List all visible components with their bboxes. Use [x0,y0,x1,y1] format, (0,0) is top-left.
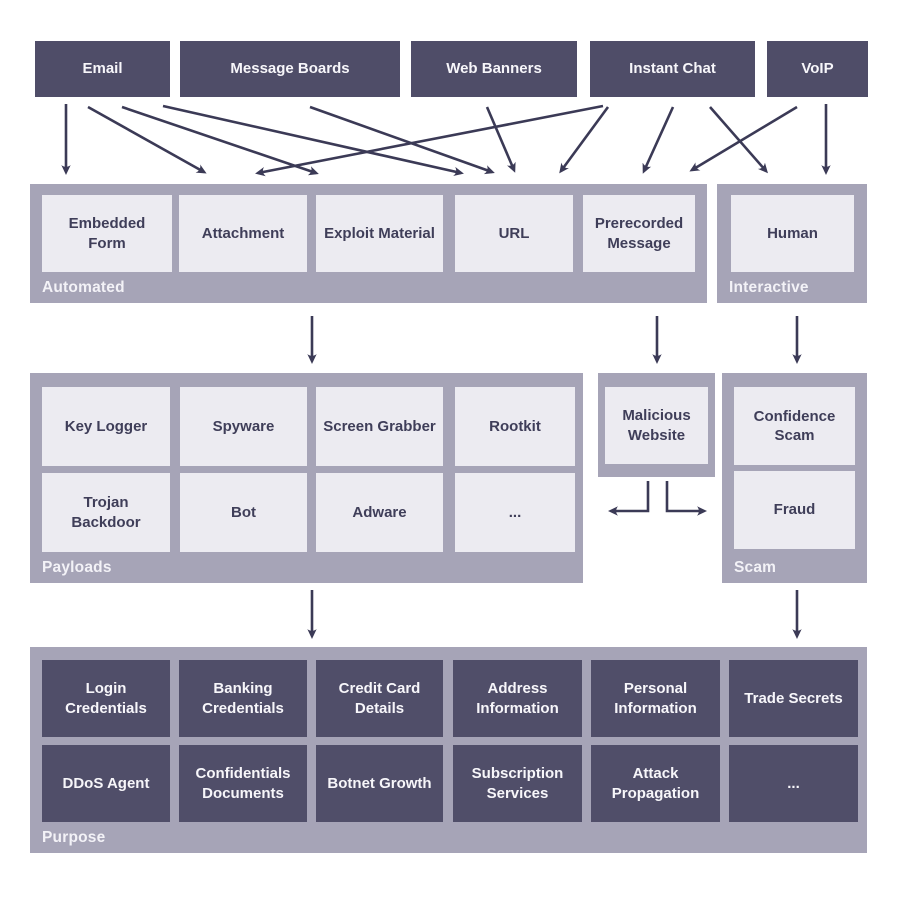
method-box-attachment: Attachment [179,195,307,272]
arrow-instant-chat-to-prerecorded-message [642,106,675,174]
purpose-box-address-information: Address Information [453,660,582,737]
payload-box-bot: Bot [180,473,307,552]
malicious-website-box: Malicious Website [605,387,708,464]
scam-label: Fraud [773,501,816,519]
method-box-url: URL [455,195,573,272]
group-label-automated: Automated [42,279,125,296]
arrow-voip-to-prerecorded-message [689,105,798,172]
arrow-message-boards-to-url [309,105,495,175]
group-interactive: Human Interactive [717,184,867,303]
arrow-instant-chat-to-human [709,106,768,174]
method-box-embedded-form: Embedded Form [42,195,172,272]
source-box-web-banners: Web Banners [411,41,577,97]
method-label: Human [767,224,818,242]
method-label: Exploit Material [324,224,435,242]
purpose-label: Personal Information [614,680,697,717]
arrow-instant-chat-to-attachment [255,104,604,177]
payload-box-rootkit: Rootkit [455,387,575,466]
group-label-purpose: Purpose [42,829,106,846]
purpose-box-ddos-agent: DDoS Agent [42,745,170,822]
method-label: URL [498,224,530,242]
group-payloads: Key Logger Spyware Screen Grabber Rootki… [30,373,583,583]
scam-box-confidence-scam: Confidence Scam [734,387,855,465]
purpose-box-trade-secrets: Trade Secrets [729,660,858,737]
scam-label: Confidence Scam [753,407,836,445]
purpose-box-confidentials-documents: Confidentials Documents [179,745,307,822]
arrow-web-banners-to-url [485,106,516,173]
group-scam: Confidence Scam Fraud Scam [722,373,867,583]
group-label-payloads: Payloads [42,559,112,576]
purpose-box-botnet-growth: Botnet Growth [316,745,443,822]
payload-box-screen-grabber: Screen Grabber [316,387,443,466]
purpose-box-credit-card-details: Credit Card Details [316,660,443,737]
payload-box-adware: Adware [316,473,443,552]
arrow-instant-chat-to-url [559,106,610,174]
source-box-voip: VoIP [767,41,868,97]
payload-box-more: ... [455,473,575,552]
group-label-scam: Scam [734,559,777,576]
method-box-human: Human [731,195,854,272]
method-box-exploit-material: Exploit Material [316,195,443,272]
payload-label: Adware [352,503,407,521]
payload-label: Screen Grabber [323,417,436,435]
group-automated: Embedded Form Attachment Exploit Materia… [30,184,707,303]
group-purpose: Login Credentials Banking Credentials Cr… [30,647,867,853]
purpose-box-banking-credentials: Banking Credentials [179,660,307,737]
source-label: Email [82,59,123,77]
purpose-label: Trade Secrets [744,689,843,707]
purpose-box-subscription-services: Subscription Services [453,745,582,822]
payload-label: Spyware [212,417,275,435]
purpose-label: Credit Card Details [338,680,421,717]
source-label: Instant Chat [629,59,716,77]
source-label: Message Boards [230,59,350,77]
payload-box-key-logger: Key Logger [42,387,170,466]
purpose-box-attack-propagation: Attack Propagation [591,745,720,822]
source-label: Web Banners [446,59,542,77]
malicious-website-label: Malicious Website [622,407,691,444]
purpose-label: Address Information [476,680,559,717]
arrow-email-to-url [162,104,464,177]
payload-label: Trojan Backdoor [71,494,141,531]
purpose-box-more: ... [729,745,858,822]
purpose-label: Botnet Growth [327,774,432,792]
payload-label: ... [508,503,522,521]
source-box-instant-chat: Instant Chat [590,41,755,97]
purpose-label: Attack Propagation [611,765,700,802]
payload-label: Key Logger [64,417,148,435]
method-label: Prerecorded Message [594,215,684,252]
arrow-malicious-website-to-payloads [608,481,650,516]
payload-label: Rootkit [489,417,541,435]
purpose-label: ... [787,774,800,792]
source-box-email: Email [35,41,170,97]
arrow-email-to-exploit-material [121,105,319,176]
method-box-prerecorded-message: Prerecorded Message [583,195,695,272]
scam-box-fraud: Fraud [734,471,855,549]
purpose-label: DDoS Agent [62,774,150,792]
purpose-label: Subscription Services [471,765,564,802]
arrow-email-to-attachment [87,105,207,174]
payload-box-spyware: Spyware [180,387,307,466]
purpose-label: Banking Credentials [202,680,284,717]
method-label: Embedded Form [68,215,146,252]
purpose-label: Login Credentials [65,680,147,717]
payload-label: Bot [231,503,256,521]
purpose-box-personal-information: Personal Information [591,660,720,737]
method-label: Attachment [201,224,285,242]
arrow-malicious-website-to-scam [665,481,707,516]
payload-box-trojan-backdoor: Trojan Backdoor [42,473,170,552]
source-label: VoIP [801,59,834,77]
group-malicious-website: Malicious Website [598,373,715,477]
purpose-label: Confidentials Documents [195,765,291,802]
group-label-interactive: Interactive [729,279,809,296]
purpose-box-login-credentials: Login Credentials [42,660,170,737]
source-box-message-boards: Message Boards [180,41,400,97]
